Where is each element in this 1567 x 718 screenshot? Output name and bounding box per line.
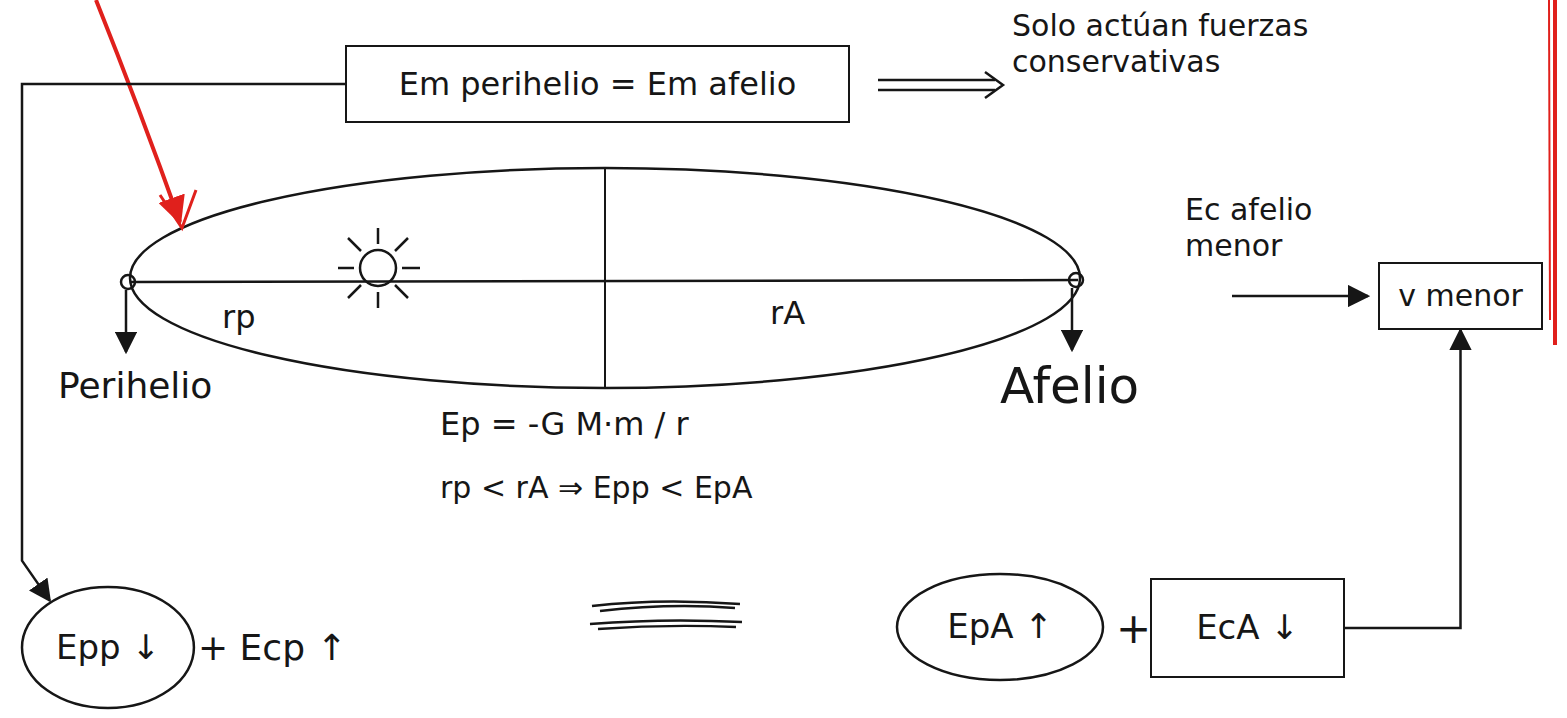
formula-text: rp < rA ⇒ Epp < EpA (440, 470, 752, 506)
point-label: Afelio (1000, 356, 1139, 416)
node-text: v menor (1398, 279, 1523, 314)
node-text: EcA ↓ (1196, 608, 1299, 647)
result-box: v menor (1378, 262, 1543, 330)
circled-term: Epp ↓ (20, 585, 196, 710)
equation-term: + Ecp ↑ (198, 626, 347, 669)
node-text: EpA ↑ (947, 607, 1053, 646)
equation-term: + (1116, 604, 1151, 654)
connector-line (1345, 330, 1461, 628)
point-label: Perihelio (58, 364, 212, 407)
equation-box: Em perihelio = Em afelio (345, 45, 850, 123)
radius-label: rA (770, 294, 805, 332)
connector-line (22, 84, 345, 601)
node-text: Epp ↓ (56, 628, 160, 667)
formula-text: Ep = -G M·m / r (440, 405, 689, 443)
circled-term: EpA ↑ (895, 572, 1105, 682)
radius-label: rp (222, 298, 255, 336)
node-text: Em perihelio = Em afelio (399, 66, 797, 103)
note-text: Ec afelio menor (1185, 192, 1375, 264)
boxed-term: EcA ↓ (1150, 578, 1345, 678)
note-text: Solo actúan fuerzas conservativas (1012, 8, 1352, 80)
